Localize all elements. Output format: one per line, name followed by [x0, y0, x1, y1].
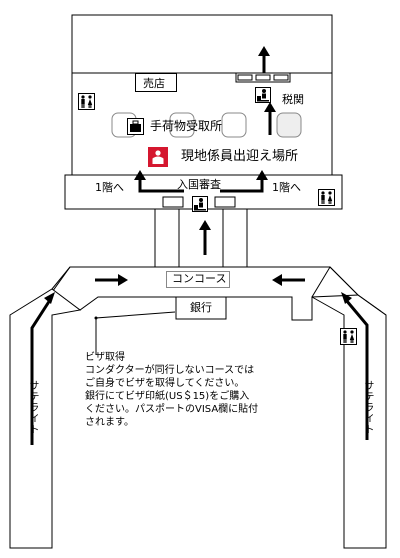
concourse-label: コンコース — [172, 272, 227, 285]
baggage-icon — [127, 118, 144, 135]
concourse-label-box — [166, 271, 230, 288]
shop-label-box — [135, 73, 177, 92]
restroom-icon — [340, 328, 357, 345]
visa-note-title: ビザ取得 — [85, 352, 125, 363]
restroom-icon — [78, 93, 95, 110]
to-1f-left-label: 1階へ — [95, 181, 124, 194]
bank-label: 銀行 — [190, 301, 212, 314]
arrow-icon — [30, 55, 369, 445]
satellite-left-label: サテライト — [27, 380, 38, 435]
guide-meeting-label: 現地係員出迎え場所 — [181, 149, 299, 164]
officer-icon — [255, 87, 271, 103]
bank-box — [175, 296, 227, 320]
immigration-label: 入国審査 — [177, 178, 221, 191]
restroom-icon — [318, 189, 335, 206]
shop-label: 売店 — [143, 77, 165, 90]
satellite-left-outline — [9, 288, 82, 549]
officer-icon — [192, 196, 208, 212]
guide-person-icon — [148, 147, 168, 167]
to-1f-right-label: 1階へ — [272, 181, 301, 194]
satellite-right-label: サテライト — [362, 380, 373, 435]
arrival-hall-outline — [71, 14, 333, 176]
visa-note-body: コンダクターが同行しないコースでは ご自身でビザを取得してください。 銀行にてビ… — [85, 365, 259, 428]
customs-label: 税関 — [282, 93, 304, 106]
baggage-claim-label: 手荷物受取所 — [150, 119, 223, 133]
